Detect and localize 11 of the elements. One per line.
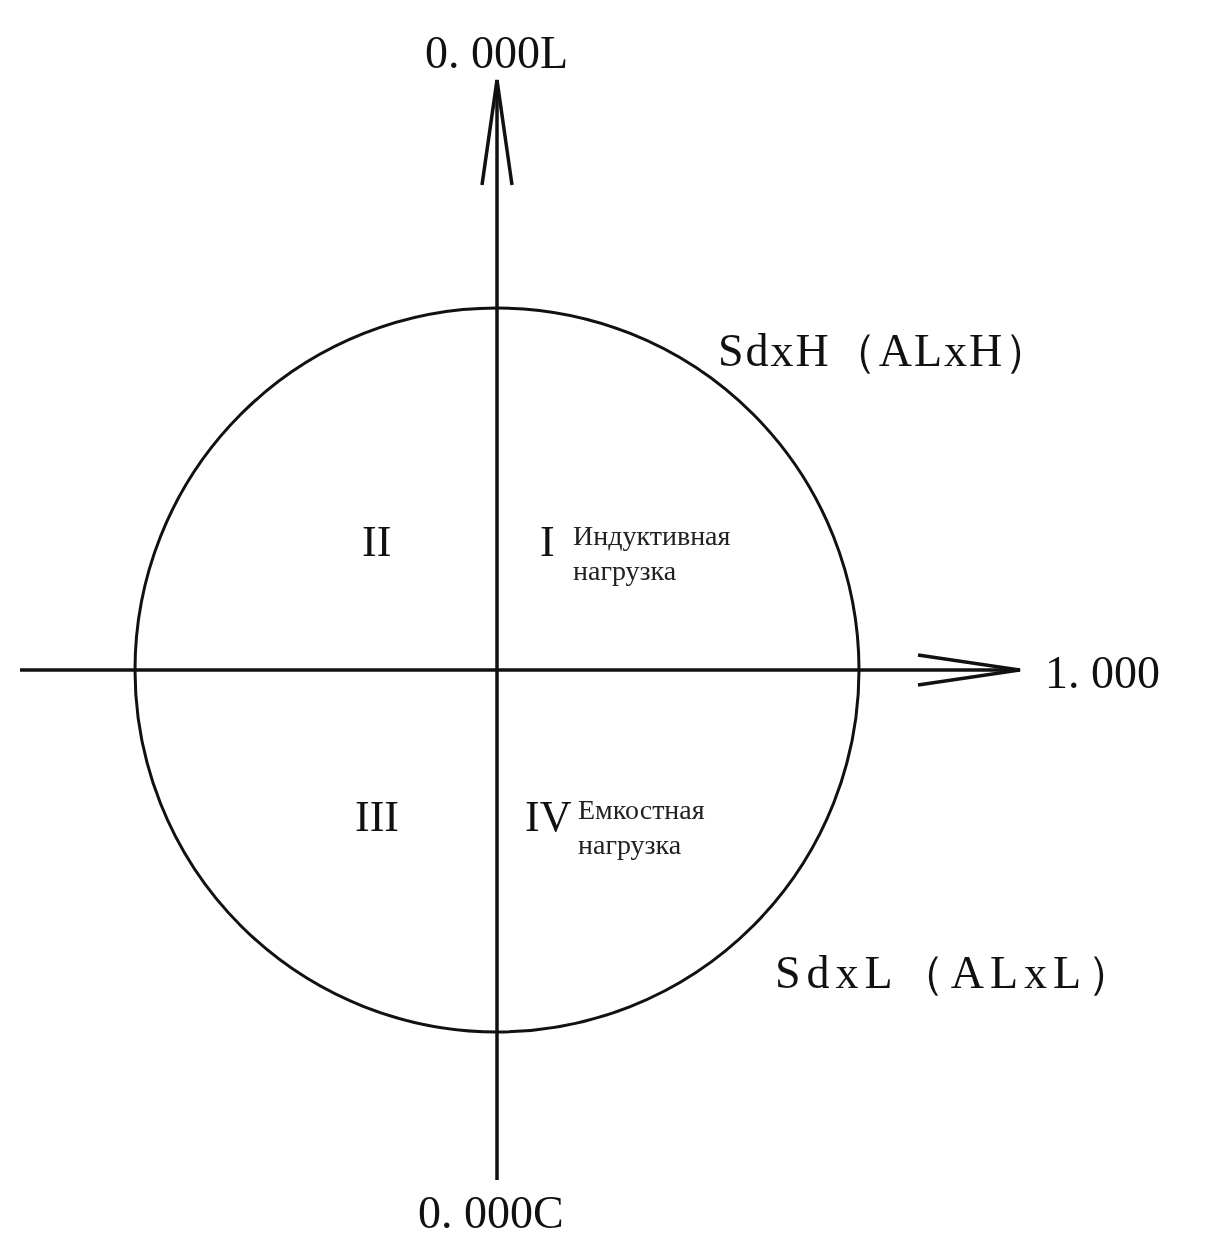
curve-label: SdxH（ALxH） <box>718 328 1053 374</box>
region-label: Емкостная нагрузка <box>578 793 706 862</box>
region-label: Индуктивная нагрузка <box>573 519 732 588</box>
curve-label: SdxL（ALxL） <box>775 950 1140 996</box>
quadrant-number: IV <box>525 795 572 839</box>
quadrant-number: III <box>355 795 399 839</box>
axis-label: 0. 000C <box>418 1190 564 1236</box>
quadrant-number: I <box>540 520 555 564</box>
axis-label: 0. 000L <box>425 30 569 76</box>
axis-label: 1. 000 <box>1045 650 1160 696</box>
quadrant-number: II <box>362 520 392 564</box>
